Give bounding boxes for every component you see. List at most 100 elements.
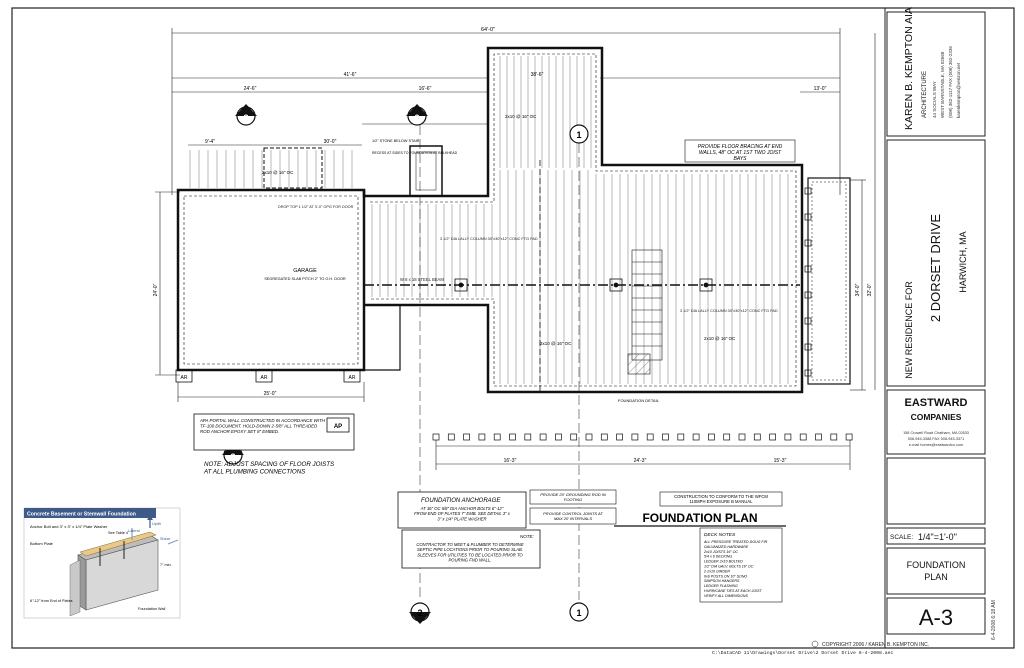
sheet-border [11, 7, 1015, 649]
deck-pier [804, 187, 812, 195]
project-line1: NEW RESIDENCE FOR [904, 281, 914, 379]
deck-note-line: VERIFY ALL DIMENSIONS [704, 594, 748, 598]
dim-9: 9'-4" [205, 139, 215, 145]
scale-label: SCALE: [890, 534, 913, 541]
company-name1: EASTWARD [905, 397, 968, 409]
deck-note-line: 2-2x10 GIRDER [703, 569, 730, 573]
deck-pier [509, 433, 516, 441]
architect-phone: (508) 362-1117 FAX (508) 362-2336 [948, 46, 953, 118]
revision-box [886, 457, 986, 525]
deck-pier [646, 433, 654, 441]
dim-38: 38'-6" [531, 72, 544, 78]
deck-pier [662, 433, 669, 441]
deck-pier [804, 343, 812, 351]
deck-pier [708, 433, 715, 441]
dim-34: 34'-0" [855, 283, 861, 296]
dim-overall: 64'-0" [481, 27, 495, 33]
floor-joists [189, 56, 789, 384]
deck-note-line: GALVANIZED HARDWARE [704, 545, 749, 549]
detail-uplift: Uplift [152, 522, 162, 526]
section-marker-2-top: 2 [406, 104, 428, 126]
copyright-text: COPYRIGHT 2006 / KAREN B. KEMPTON INC. [822, 642, 929, 648]
anchorage-title: FOUNDATION ANCHORAGE [421, 498, 501, 504]
architect-subtitle: ARCHITECTURE [922, 71, 928, 118]
section-marker-2-bottom: 2 [409, 602, 431, 624]
detail-bottom-plate: Bottom Plate [30, 541, 54, 546]
deck-pier [799, 433, 807, 441]
dim-16: 16'-6" [419, 86, 432, 92]
ap-label: AP [334, 424, 342, 430]
svg-text:1: 1 [576, 608, 581, 618]
svg-text:2: 2 [417, 608, 422, 618]
detail-min: 7" min. [160, 563, 172, 567]
copyright-icon [811, 640, 819, 648]
foundation-detail-inset: Concrete Basement or Stemwall Foundation… [23, 507, 181, 619]
steel-beam-label: W 8 x 18 STEEL BEAM [400, 277, 444, 282]
deck-pier [804, 369, 812, 377]
joist-label-garage: 2x10 @ 16" OC [262, 170, 294, 175]
deck-pier [677, 433, 685, 441]
deck-pier [830, 433, 838, 441]
dim-bottom-b: 24'-3" [634, 458, 647, 464]
plumber-note: NOTE: CONTRACTOR TO MEET & PLUMBER TO DE… [401, 529, 541, 569]
deck-note-line: 6x6 POSTS ON 10" SONO [704, 574, 747, 578]
deck-piers [432, 187, 853, 441]
dim-bottom-a: 16'-3" [504, 458, 517, 464]
deck-pier [804, 239, 812, 247]
scale-box [886, 527, 986, 545]
deck-note-line: SIMPSON HANGERS [704, 579, 740, 583]
architect-email: karenkempton@verizon.net [956, 62, 961, 118]
joist-label-right: 2x10 @ 16" OC [704, 336, 736, 341]
dim-24b: 24'-0" [153, 283, 159, 296]
anchorage-note-text: AT 36" OC 5/8" DIA ANCHOR BOLTS 6"-12"FR… [414, 506, 511, 521]
deck-pier [784, 433, 792, 441]
company-box [886, 389, 986, 455]
architect-address2: WEST BARNSTABLE, MA 02668 [940, 51, 945, 118]
section-marker-3: 3 [235, 104, 257, 126]
svg-text:2: 2 [414, 113, 419, 123]
lally-columns [454, 278, 713, 292]
lally-note-1: 3 1/2" DIA LALLY COLUMN 30"x30"x12" CONC… [440, 237, 538, 241]
deck-pier [804, 317, 812, 325]
sheet-number-box [886, 597, 986, 635]
top-dimensions [171, 28, 841, 195]
company-address: 158 Crowell Road Chatham, MA 02633 [903, 431, 969, 435]
project-line2: 2 DORSET DRIVE [928, 214, 943, 322]
detail-lateral: Lateral [128, 529, 140, 533]
deck-pier [723, 433, 731, 441]
plan-title: FOUNDATION PLAN [642, 511, 757, 525]
lally-note-2: 3 1/2" DIA LALLY COLUMN 30"x30"x12" CONC… [680, 309, 778, 313]
deck-pier [738, 433, 746, 441]
deck-note-line: 2x10 JOISTS 16" OC [703, 550, 738, 554]
svg-text:3: 3 [230, 452, 235, 462]
architect-box [886, 11, 986, 137]
architect-address1: 44 SOCIALS WAY [932, 81, 937, 118]
deck-pier [769, 433, 776, 441]
sheet-title-box [886, 547, 986, 595]
sheet-title-1: FOUNDATION [907, 560, 966, 570]
anchorage-note: FOUNDATION ANCHORAGE AT 36" OC 5/8" DIA … [397, 491, 527, 529]
section-marker-1-bottom: 1 [569, 602, 589, 622]
svg-text:3: 3 [243, 113, 248, 123]
ar-label-3: AR [349, 375, 356, 381]
title-block: KAREN B. KEMPTON AIA ARCHITECTURE 44 SOC… [884, 7, 997, 648]
garage-sub: SEGREGATED SLAB PITCH 2" TO O.H. DOOR [264, 277, 346, 281]
deck-note-line: 1/2" DIA GALV. BOLTS 16" OC [704, 565, 754, 569]
deck-pier [447, 433, 455, 441]
deck-note-line: 5/4 x 6 DECKING [704, 555, 732, 559]
deck-notes: DECK NOTES ALL PRESSURE TREATED DOUG FIR… [699, 527, 783, 603]
sheet-number: A-3 [919, 605, 953, 630]
ar-label-1: AR [181, 375, 188, 381]
architect-name: KAREN B. KEMPTON AIA [903, 7, 915, 130]
deck-pier [478, 433, 486, 441]
deck-pier [815, 433, 822, 441]
deck-notes-title: DECK NOTES [704, 532, 736, 538]
dim-24: 24'-6" [244, 86, 257, 92]
